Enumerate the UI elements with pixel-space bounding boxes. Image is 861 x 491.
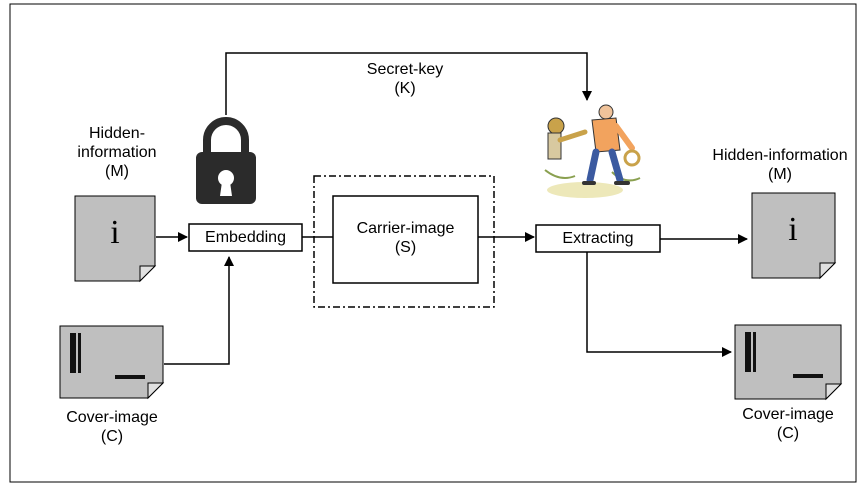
cover-to-embedding-arrow: [164, 256, 234, 365]
secret-key-label: Secret-key (K): [355, 60, 455, 98]
cover-image-right-text: Cover-image: [742, 406, 834, 423]
embedding-label: Embedding: [205, 229, 286, 246]
cover-image-left-label: Cover-image (C): [52, 408, 172, 446]
hidden-info-right-text: Hidden-information: [712, 147, 848, 164]
cover-image-left-text: Cover-image: [66, 409, 158, 426]
hidden-info-document-icon: i: [74, 195, 157, 283]
hidden-info-right-label: Hidden-information (M): [700, 146, 860, 184]
cover-image-right-label: Cover-image (C): [728, 405, 848, 443]
carrier-image-text: Carrier-image: [356, 220, 455, 237]
cover-image-right-symbol: (C): [776, 425, 800, 442]
extracting-label: Extracting: [562, 230, 634, 247]
hidden-info-right-symbol: (M): [768, 166, 792, 183]
info-glyph: i: [788, 211, 797, 248]
hidden-info-left-line1: Hidden-: [88, 125, 146, 142]
hidden-info-document-icon: i: [751, 192, 837, 280]
carrier-image-label: Carrier-image (S): [333, 219, 478, 257]
secret-key-symbol: (K): [394, 80, 416, 97]
extracting-box: [535, 224, 661, 253]
cover-image-left-symbol: (C): [100, 428, 124, 445]
padlock-icon: [196, 117, 256, 204]
outer-frame: [9, 3, 857, 483]
stego-region: [313, 175, 495, 308]
extracting-to-cover-arrow: [586, 251, 732, 357]
carrier-image-symbol: (S): [394, 239, 417, 256]
cover-image-document-icon: [734, 324, 843, 401]
secret-key-arrow: [225, 52, 592, 115]
person-with-key-icon: [544, 104, 641, 198]
embedding-box: [188, 223, 303, 252]
cover-image-document-icon: [59, 325, 165, 400]
secret-key-text: Secret-key: [366, 61, 444, 78]
carrier-image-box: [332, 195, 479, 284]
hidden-info-left-label: Hidden- information (M): [62, 124, 172, 181]
info-glyph: i: [110, 214, 119, 251]
hidden-info-left-symbol: (M): [105, 163, 129, 180]
hidden-info-left-line2: information: [77, 144, 157, 161]
